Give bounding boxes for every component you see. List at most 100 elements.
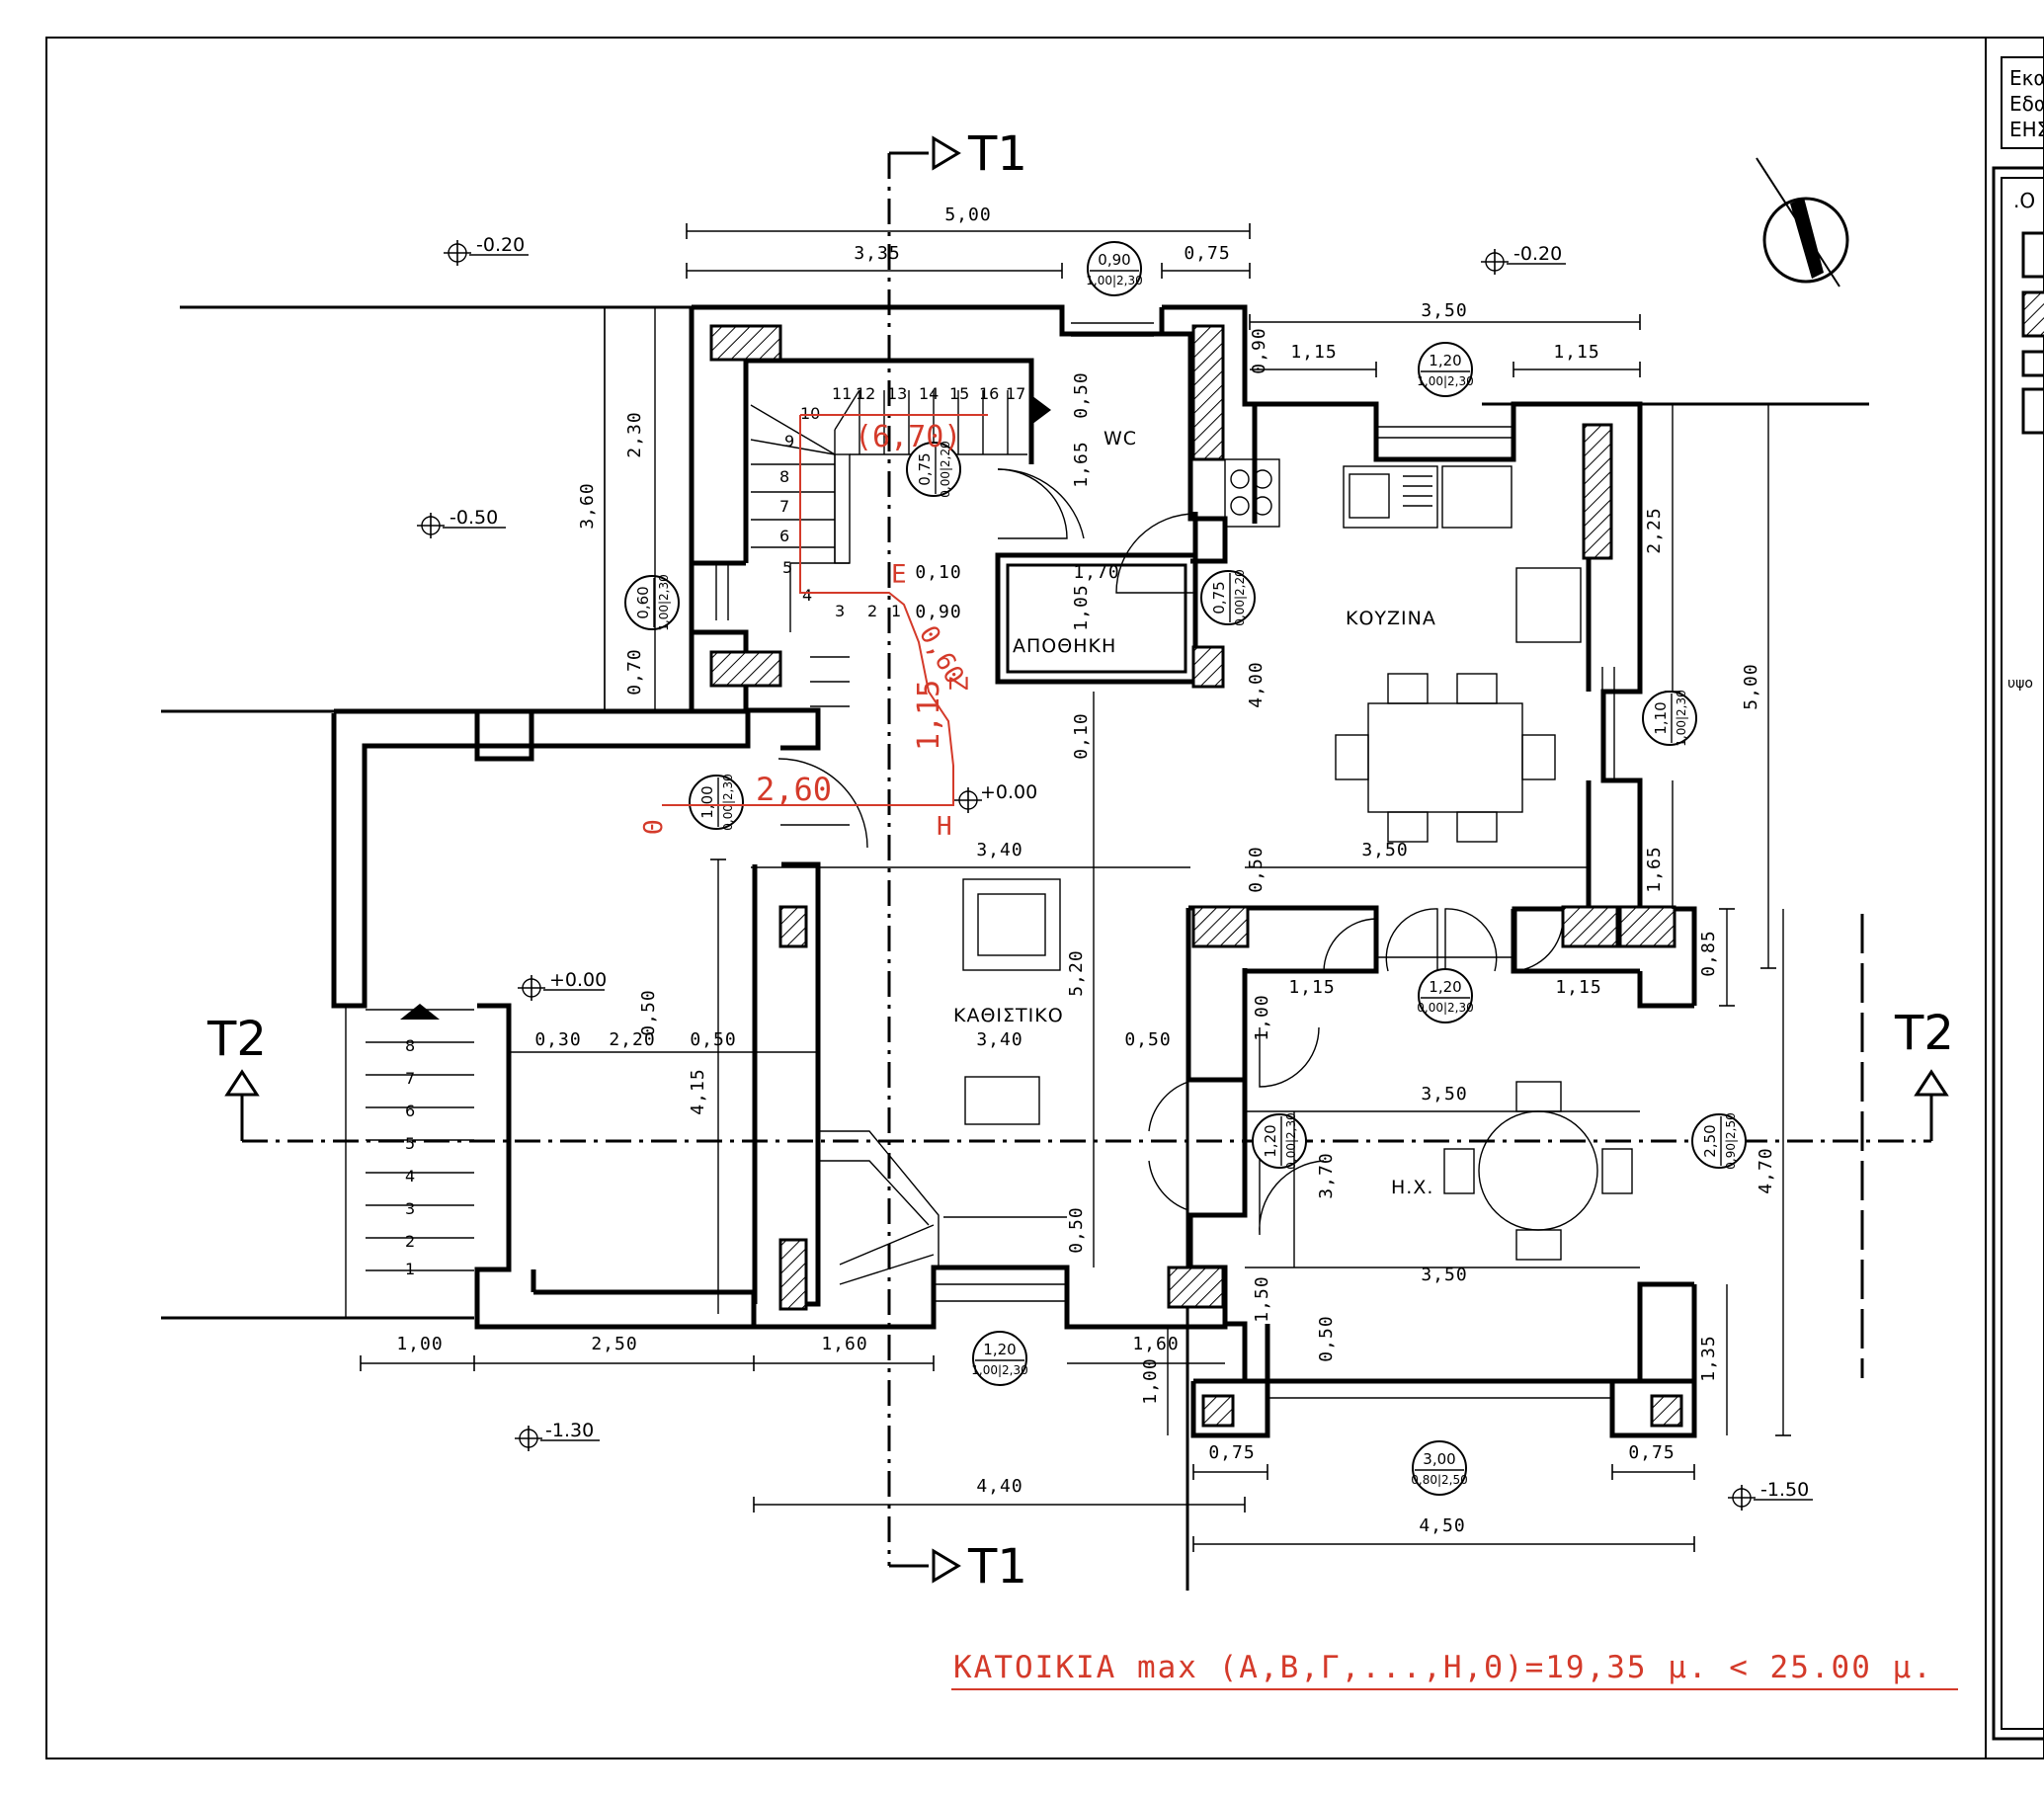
svg-text:1,10: 1,10 [1652, 701, 1670, 734]
svg-text:0,30: 0,30 [534, 1029, 581, 1050]
dim-bottom-4-40: 4,40 [976, 1476, 1022, 1497]
level-marker: +0.00 [954, 781, 1037, 813]
svg-text:3,70: 3,70 [1316, 1152, 1337, 1198]
svg-text:0,50: 0,50 [1316, 1315, 1337, 1361]
svg-text:3,50: 3,50 [1421, 1265, 1467, 1285]
svg-text:0,00|2,30: 0,00|2,30 [1284, 1112, 1298, 1169]
svg-text:2,50: 2,50 [1701, 1124, 1719, 1157]
walls [331, 304, 1697, 1438]
stair-step-9: 9 [784, 432, 794, 450]
svg-text:1,20: 1,20 [983, 1341, 1016, 1358]
dim-right-2-25: 2,25 [1644, 507, 1665, 553]
stair-step-8: 8 [779, 467, 789, 486]
lower-step-6: 6 [405, 1102, 415, 1120]
interior-dims: 0,50 1,65 0,90 1,70 0,10 0,90 1,05 0,10 … [509, 327, 1640, 1362]
stair-step-12: 12 [856, 384, 875, 403]
svg-text:1,20: 1,20 [1429, 978, 1461, 996]
svg-text:1,00: 1,00 [1252, 994, 1272, 1040]
svg-text:-0.50: -0.50 [450, 507, 498, 529]
window-tag: 3,000,80|2,50 [1411, 1440, 1468, 1496]
sheet-border [45, 37, 2044, 1759]
red-note-r2: Ε [891, 560, 907, 590]
level-marker: -0.20 [1481, 243, 1566, 275]
title-fragment-1: Εκα [2009, 66, 2044, 90]
room-label-storage: ΑΠΟΘΗΚΗ [1013, 635, 1116, 657]
room-label-kitchen: ΚΟΥΖΙΝΑ [1346, 608, 1436, 629]
svg-text:1,00|2,30: 1,00|2,30 [657, 574, 671, 630]
dim-top-0-75: 0,75 [1184, 243, 1230, 264]
section-axes: T1 T1 T2 T2 [206, 126, 1954, 1595]
svg-text:-1.50: -1.50 [1760, 1479, 1809, 1501]
section-label-t2-left: T2 [206, 1012, 267, 1067]
dim-bottom-4-50: 4,50 [1419, 1515, 1465, 1536]
svg-text:0,90: 0,90 [1249, 327, 1269, 373]
stair-step-1: 1 [891, 602, 901, 620]
svg-text:0,00|2,30: 0,00|2,30 [1417, 1001, 1473, 1015]
svg-text:3,40: 3,40 [976, 840, 1022, 860]
svg-text:4,00: 4,00 [1246, 661, 1267, 707]
level-marker: -1.50 [1728, 1479, 1813, 1511]
svg-text:0,00|2,30: 0,00|2,30 [721, 774, 735, 830]
svg-text:4,15: 4,15 [688, 1068, 708, 1114]
red-note-r7: Θ [639, 819, 669, 835]
svg-text:1,20: 1,20 [1262, 1124, 1279, 1157]
stair-step-7: 7 [779, 497, 789, 516]
dim-bottom-1-00: 1,00 [396, 1334, 443, 1354]
dim-right-1-35: 1,35 [1698, 1335, 1719, 1381]
svg-text:0,50: 0,50 [1066, 1206, 1087, 1253]
lower-step-3: 3 [405, 1199, 415, 1218]
kitchen-furniture [1224, 458, 1582, 843]
stair-step-3: 3 [835, 602, 845, 620]
level-marker: -0.20 [444, 234, 529, 266]
svg-text:0,75: 0,75 [1210, 581, 1228, 613]
dim-top-1-15-b: 1,15 [1553, 342, 1599, 363]
room-labels: WC ΑΠΟΘΗΚΗ ΚΟΥΖΙΝΑ ΚΑΘΙΣΤΙΚΟ Η.Χ. [953, 428, 1436, 1198]
svg-text:0,75: 0,75 [916, 452, 934, 485]
red-note-r4: Ζ [945, 676, 975, 692]
section-label-t1-bottom: T1 [967, 1539, 1027, 1595]
stair-step-17: 17 [1006, 384, 1025, 403]
svg-text:1,65: 1,65 [1071, 441, 1092, 487]
svg-text:3,50: 3,50 [1361, 840, 1408, 860]
window-tag: 1,201,00|2,30 [1417, 342, 1474, 397]
dim-bottom-1-60-b: 1,60 [1132, 1334, 1179, 1354]
dim-bottom-1-00-v: 1,00 [1140, 1357, 1161, 1404]
svg-text:1,70: 1,70 [1073, 562, 1119, 583]
room-label-dining: Η.Χ. [1391, 1177, 1433, 1198]
svg-text:0,50: 0,50 [690, 1029, 736, 1050]
stair-step-10: 10 [800, 404, 820, 423]
level-markers: -0.20 -0.20 -0.50 +0.00 +0.00 -1.30 -1.5… [417, 234, 1813, 1511]
lower-step-7: 7 [405, 1069, 415, 1088]
height-summary: ΚΑΤΟΙΚΙΑ max (Α,Β,Γ,...,Η,Θ)=19,35 μ. < … [953, 1650, 1933, 1685]
window-tag: 1,20 0,00|2,30 [1417, 968, 1474, 1023]
red-note-r5: 1,15 [912, 680, 946, 751]
title-block: Εκα Εδα ΕΗΣ .Ο υψο [1992, 56, 2044, 1741]
svg-text:1,00|2,30: 1,00|2,30 [971, 1363, 1027, 1377]
svg-text:+0.00: +0.00 [549, 969, 607, 991]
stair-step-11: 11 [832, 384, 852, 403]
svg-text:+0.00: +0.00 [980, 781, 1037, 803]
svg-text:3,00: 3,00 [1423, 1450, 1455, 1468]
dining-furniture [1443, 1081, 1633, 1261]
level-marker: -0.50 [417, 507, 506, 538]
svg-text:3,50: 3,50 [1421, 1084, 1467, 1104]
svg-text:0,00|2,20: 0,00|2,20 [939, 441, 952, 497]
dim-right-1-65: 1,65 [1644, 846, 1665, 892]
dimension-lines: 5,00 3,35 0,75 3,50 1,15 1,15 2,30 3,60 … [360, 204, 1791, 1552]
svg-text:3,40: 3,40 [976, 1029, 1022, 1050]
red-note-r1: (6,70) [855, 420, 961, 454]
stair-step-15: 15 [949, 384, 969, 403]
dim-right-0-85: 0,85 [1698, 930, 1719, 976]
ramp [818, 1130, 1067, 1285]
lower-step-1: 1 [405, 1260, 415, 1278]
svg-text:0,10: 0,10 [915, 562, 961, 583]
title-fragment-3: ΕΗΣ [2009, 118, 2044, 141]
red-annotations: (6,70) Ε 0,60 Ζ 1,15 2,60 Θ Η ΚΑΤΟΙΚΙΑ m… [639, 414, 1958, 1690]
svg-text:0,50: 0,50 [1124, 1029, 1171, 1050]
window-tag: 1,20 0,00|2,30 [1252, 1112, 1307, 1170]
stair-step-13: 13 [887, 384, 907, 403]
